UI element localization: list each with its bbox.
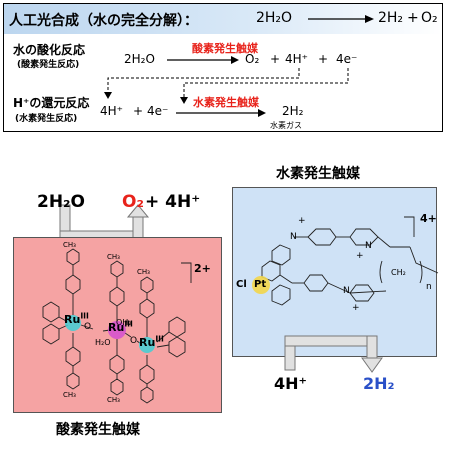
viologen-n-1: N: [290, 232, 297, 242]
oxidation-heading: 水の酸化反応: [13, 43, 86, 57]
oxidation-arrow: [167, 56, 239, 64]
electron-proton-transfer-arrows: [104, 68, 349, 104]
oxidation-reactant: 2H₂O: [124, 52, 155, 66]
bridge-oxygen-2: O: [130, 336, 138, 346]
ru-right-label: RuIII: [139, 334, 164, 349]
reduction-reactant-e: 4e⁻: [147, 104, 169, 118]
oxygen-catalyst-charge: 2+: [194, 262, 211, 275]
reduction-plus: +: [133, 104, 144, 118]
overall-plus: +: [407, 10, 419, 26]
reduction-subheading: (水素発生反応): [15, 114, 78, 124]
ru-center-label: RuIII: [108, 319, 133, 334]
chloride-label: Cl: [236, 279, 247, 290]
reaction-scheme-box: [3, 3, 443, 132]
reduction-heading: H⁺の還元反応: [13, 96, 90, 110]
hydrogen-output-label: 2H₂: [363, 374, 395, 393]
repeat-count: n: [426, 282, 432, 292]
hydrogen-catalyst-box: [232, 187, 437, 357]
oxidation-plus-1: +: [270, 52, 281, 66]
pt-viologen-structure: [252, 216, 439, 306]
oxygen-output-o2: O₂: [122, 192, 144, 212]
overall-reactant: 2H₂O: [256, 10, 293, 26]
oxygen-output-protons: + 4H⁺: [145, 192, 201, 212]
methyl-left-bottom: CH₃: [63, 391, 76, 399]
ru-trimer-structure: [42, 248, 192, 404]
overall-arrow: [308, 15, 374, 23]
reduction-product-caption: 水素ガス: [270, 121, 302, 130]
oxidation-product-o2: O₂: [245, 52, 260, 66]
reduction-catalyst-label: 水素発生触媒: [193, 96, 259, 109]
oxygen-input-label: 2H₂O: [37, 192, 85, 212]
oxygen-catalyst-caption: 酸素発生触媒: [56, 422, 140, 438]
scheme-title: 人工光合成（水の完全分解）：: [9, 13, 198, 29]
methyl-center-bottom: CH₃: [107, 396, 120, 404]
aqua-ligand-h2o: H₂O: [95, 338, 111, 347]
aqua-ligand-oh2: OH₂: [116, 318, 132, 327]
reduction-product: 2H₂: [282, 104, 304, 118]
viologen-n-3: N: [343, 286, 350, 296]
hydrogen-catalyst-caption: 水素発生触媒: [276, 166, 360, 182]
repeat-methylene: CH₂: [391, 268, 406, 277]
methyl-center-top: CH₃: [107, 253, 120, 261]
plus-sign-3: +: [352, 303, 360, 313]
pt-label: Pt: [254, 279, 267, 290]
oxidation-catalyst-label: 酸素発生触媒: [192, 42, 258, 55]
blue-io-arrow: [284, 335, 383, 373]
hydrogen-input-label: 4H⁺: [274, 374, 307, 393]
oxidation-subheading: (酸素発生反応): [17, 60, 80, 70]
plus-sign-2: +: [356, 251, 364, 261]
methyl-right-top: CH₃: [137, 268, 150, 276]
ru-left-label: RuIII: [64, 311, 89, 326]
viologen-n-2: N: [365, 241, 372, 251]
overall-product-h2: 2H₂: [378, 10, 404, 26]
oxidation-plus-2: +: [318, 52, 329, 66]
bridge-oxygen-1: O: [84, 322, 92, 332]
hydrogen-catalyst-charge: 4+: [420, 212, 437, 225]
oxidation-product-h: 4H⁺: [285, 52, 308, 66]
plus-sign-1: +: [298, 216, 306, 226]
oxidation-product-e: 4e⁻: [336, 52, 358, 66]
overall-product-o2: O₂: [421, 10, 438, 26]
reduction-arrow: [176, 109, 266, 117]
reduction-reactant-h: 4H⁺: [100, 104, 123, 118]
methyl-left-top: CH₃: [63, 241, 76, 249]
